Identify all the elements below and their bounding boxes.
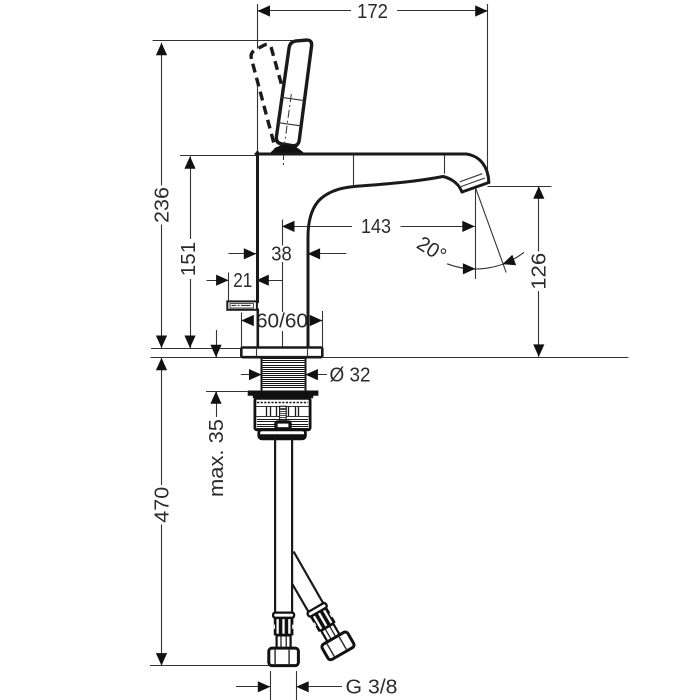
svg-text:38: 38 <box>271 243 292 266</box>
svg-text:126: 126 <box>528 253 551 290</box>
svg-text:172: 172 <box>357 0 388 23</box>
svg-text:G 3/8: G 3/8 <box>346 676 398 699</box>
svg-text:60/60: 60/60 <box>256 309 308 332</box>
svg-text:470: 470 <box>150 487 173 523</box>
svg-text:151: 151 <box>177 242 200 277</box>
svg-text:143: 143 <box>361 215 391 238</box>
svg-text:max. 35: max. 35 <box>205 419 228 497</box>
svg-text:21: 21 <box>233 269 252 292</box>
svg-text:236: 236 <box>150 187 173 223</box>
svg-text:Ø 32: Ø 32 <box>330 364 371 387</box>
